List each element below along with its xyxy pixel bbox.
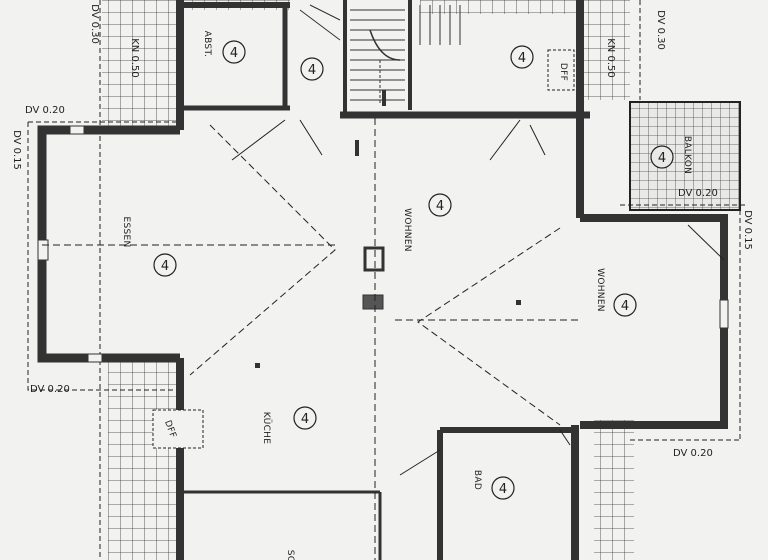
- room-numbers: 4 4 4 4 4 4 4 4 4: [153, 40, 674, 500]
- room-label-abst: ABST.: [202, 31, 212, 58]
- roof-lines: [42, 118, 725, 560]
- dim-dv030-topleft: DV 0.30: [89, 4, 100, 44]
- svg-text:4: 4: [621, 299, 629, 314]
- dim-kn050-right: KN 0.50: [605, 38, 616, 77]
- room-label-essen: ESSEN: [121, 216, 131, 247]
- dim-dv015-right: DV 0.15: [742, 210, 753, 250]
- windows: [37, 125, 729, 363]
- balkon-area: [629, 101, 741, 211]
- svg-text:4: 4: [499, 482, 507, 497]
- svg-text:4: 4: [301, 412, 309, 427]
- dim-dv020-topleft: DV 0.20: [25, 105, 65, 116]
- dim-dv020-bottomright: DV 0.20: [673, 448, 713, 459]
- room-number-essen: 4: [153, 253, 177, 277]
- svg-text:4: 4: [436, 199, 444, 214]
- room-number-kueche: 4: [293, 406, 317, 430]
- walls: [37, 0, 728, 560]
- room-label-sc: SC: [285, 550, 295, 560]
- svg-text:4: 4: [230, 46, 238, 61]
- room-label-bad: BAD: [472, 470, 482, 490]
- room-label-balkon: BALKON: [682, 136, 692, 174]
- svg-text:4: 4: [658, 151, 666, 166]
- svg-text:4: 4: [161, 259, 169, 274]
- svg-text:4: 4: [518, 51, 526, 66]
- room-number-bad: 4: [491, 476, 515, 500]
- dim-dv030-topright: DV 0.30: [655, 10, 666, 50]
- dim-dv020-bottomleft: DV 0.20: [30, 384, 70, 395]
- room-label-kueche: KÜCHE: [261, 412, 272, 445]
- svg-text:4: 4: [308, 63, 316, 78]
- dashed-outlines: [27, 0, 745, 560]
- room-label-wohnen-right: WOHNEN: [595, 268, 605, 312]
- staircase: [299, 4, 461, 105]
- dim-dv015-left: DV 0.15: [11, 130, 22, 170]
- room-number-wohnen-right: 4: [613, 293, 637, 317]
- room-number-wohnen-main: 4: [428, 193, 452, 217]
- skylight-label-top: DFF: [558, 63, 568, 81]
- dimension-labels: DV 0.20 DV 0.15 KN 0.50 DV 0.30 DV 0.30 …: [11, 4, 753, 459]
- skylight-top-right: DFF: [547, 49, 575, 91]
- room-number-stair: 4: [510, 45, 534, 69]
- dim-dv020-balkon: DV 0.20: [678, 188, 718, 199]
- markers: [255, 90, 521, 368]
- room-number-balkon: 4: [650, 145, 674, 169]
- room-number-abst: 4: [222, 40, 246, 64]
- dim-kn050-left: KN 0.50: [129, 38, 140, 77]
- skylight-bottom-left: DFF: [152, 409, 204, 449]
- room-labels: ESSEN WOHNEN WOHNEN KÜCHE BAD ABST. BALK…: [121, 31, 692, 560]
- room-number-hall: 4: [300, 57, 324, 81]
- room-label-wohnen-main: WOHNEN: [402, 208, 412, 252]
